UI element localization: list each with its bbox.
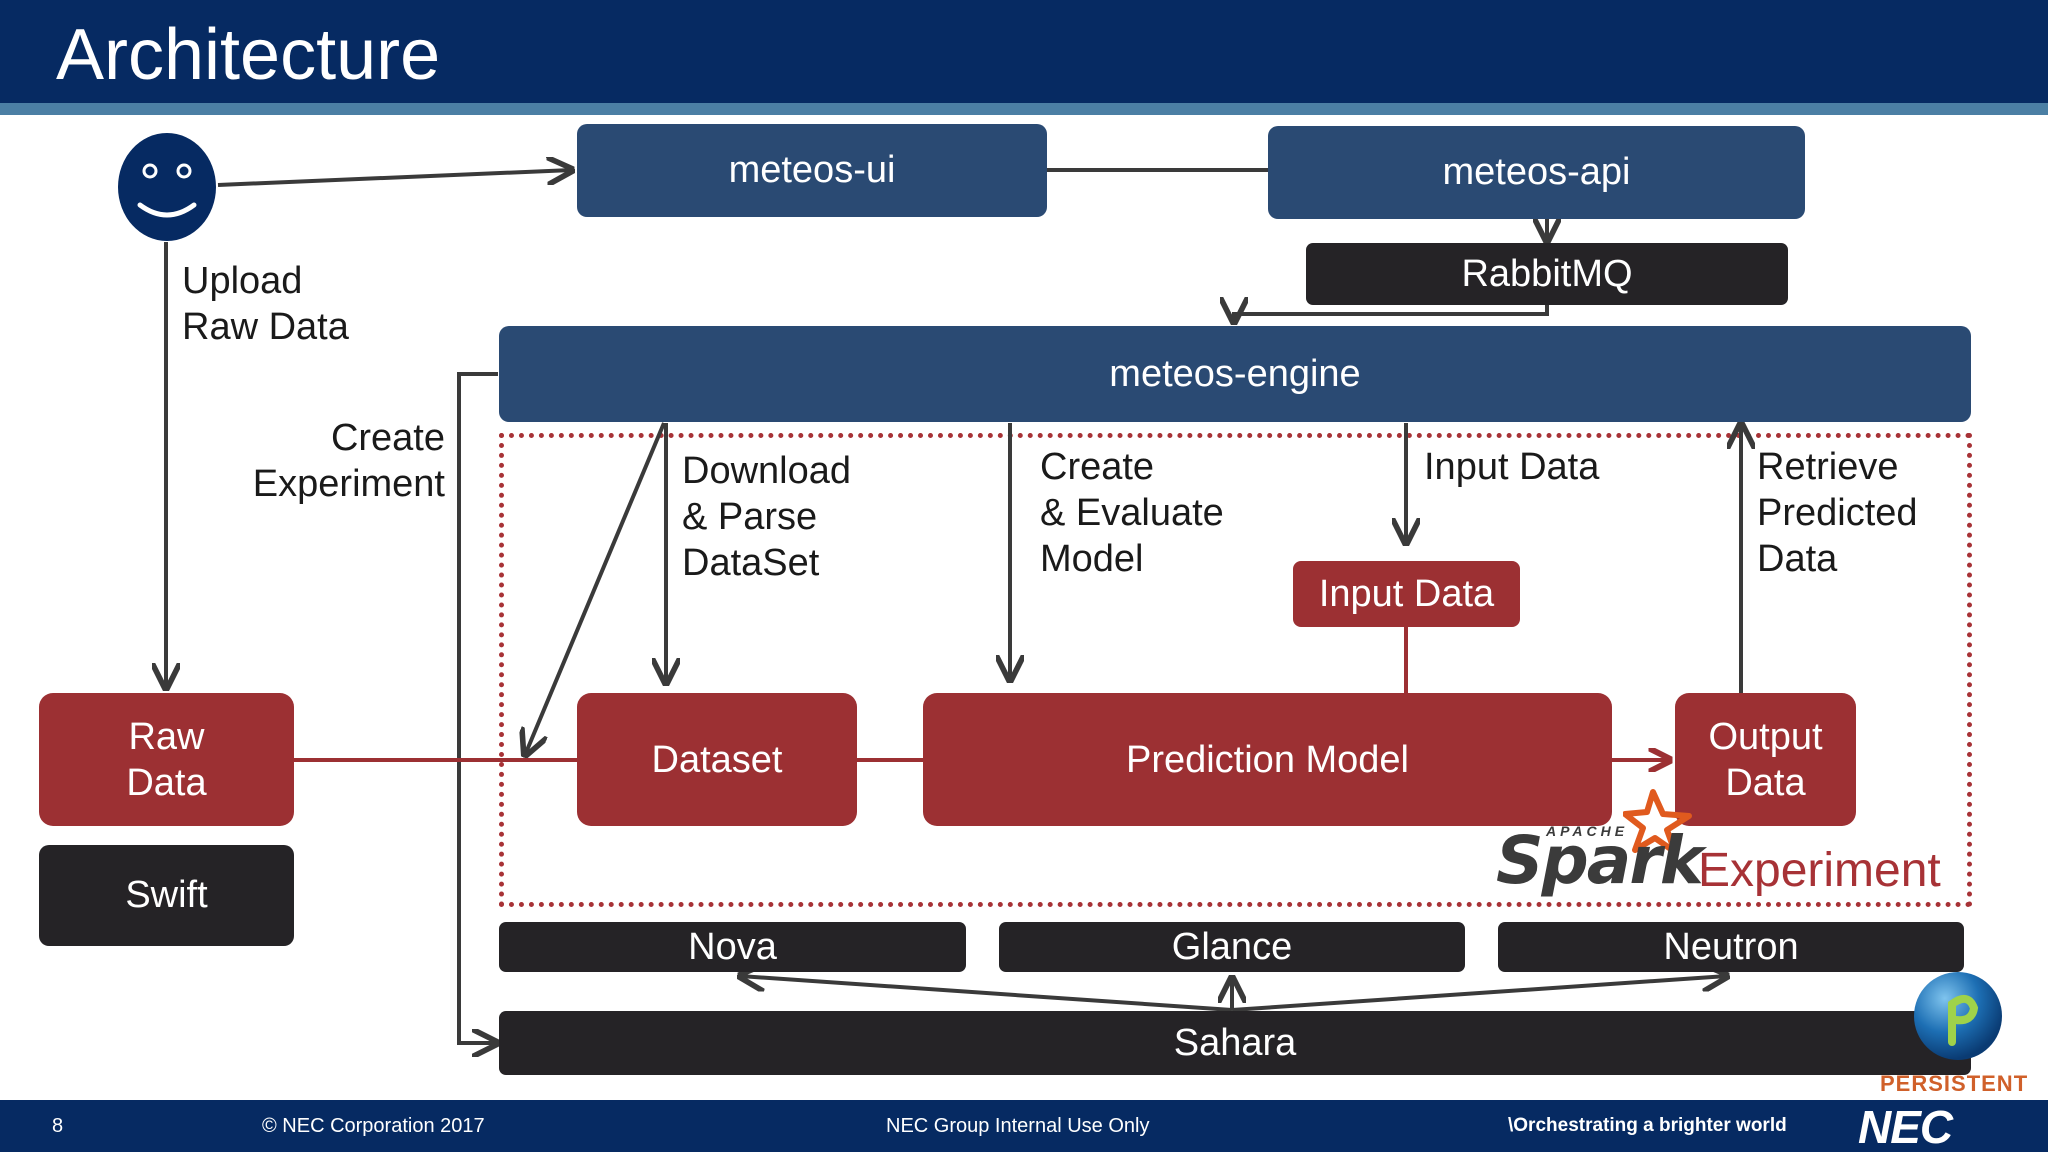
label-download-parse: Download & Parse DataSet xyxy=(682,450,851,584)
nova-box: Nova xyxy=(499,922,966,972)
edge-rabbitmq-engine xyxy=(1234,305,1549,322)
label-input-data: Input Data xyxy=(1424,446,1600,488)
swift-box: Swift xyxy=(39,845,294,946)
label-create-experiment: Create Experiment xyxy=(252,417,445,505)
experiment-region xyxy=(499,433,1972,907)
header-stripe xyxy=(0,103,2048,115)
edge-create-experiment xyxy=(457,372,498,1043)
rabbitmq-box: RabbitMQ xyxy=(1306,243,1788,305)
meteos-ui-box: meteos-ui xyxy=(577,124,1047,217)
input-data-box: Input Data xyxy=(1293,561,1520,627)
edge-neutron-sahara xyxy=(1231,976,1727,1012)
meteos-api-box: meteos-api xyxy=(1268,126,1805,219)
page-title: Architecture xyxy=(56,15,441,95)
spark-logo: Spark xyxy=(1496,822,1704,899)
edge-engine-rawdata xyxy=(525,422,666,755)
label-retrieve-predicted: Retrieve Predicted Data xyxy=(1757,446,1918,580)
spark-star-icon xyxy=(1623,789,1692,854)
label-upload-raw-data: Upload Raw Data xyxy=(182,260,349,348)
raw-data-box: Raw Data xyxy=(39,693,294,826)
output-data-box: Output Data xyxy=(1675,693,1856,826)
meteos-engine-box: meteos-engine xyxy=(499,326,1971,422)
footer-classification: NEC Group Internal Use Only xyxy=(886,1115,1150,1137)
header-bar xyxy=(0,0,2048,103)
neutron-box: Neutron xyxy=(1498,922,1964,972)
experiment-label: Experiment xyxy=(1698,844,1941,897)
page-number: 8 xyxy=(52,1115,64,1137)
spark-apache-text: APACHE xyxy=(1546,823,1629,839)
nec-logo: NEC xyxy=(1858,1101,1953,1153)
footer-bar xyxy=(0,1100,2048,1152)
sahara-box: Sahara xyxy=(499,1011,1971,1075)
persistent-logo-text: PERSISTENT xyxy=(1880,1071,2029,1096)
edge-nova-sahara xyxy=(740,976,1233,1012)
dataset-box: Dataset xyxy=(577,693,857,826)
persistent-logo-icon xyxy=(1914,972,2002,1060)
edge-user-ui xyxy=(217,170,572,187)
footer-tagline: \Orchestrating a brighter world xyxy=(1508,1115,1787,1136)
label-create-evaluate: Create & Evaluate Model xyxy=(1040,446,1224,580)
footer-copyright: © NEC Corporation 2017 xyxy=(262,1115,485,1137)
user-icon xyxy=(118,133,216,241)
glance-box: Glance xyxy=(999,922,1465,972)
prediction-model-box: Prediction Model xyxy=(923,693,1612,826)
